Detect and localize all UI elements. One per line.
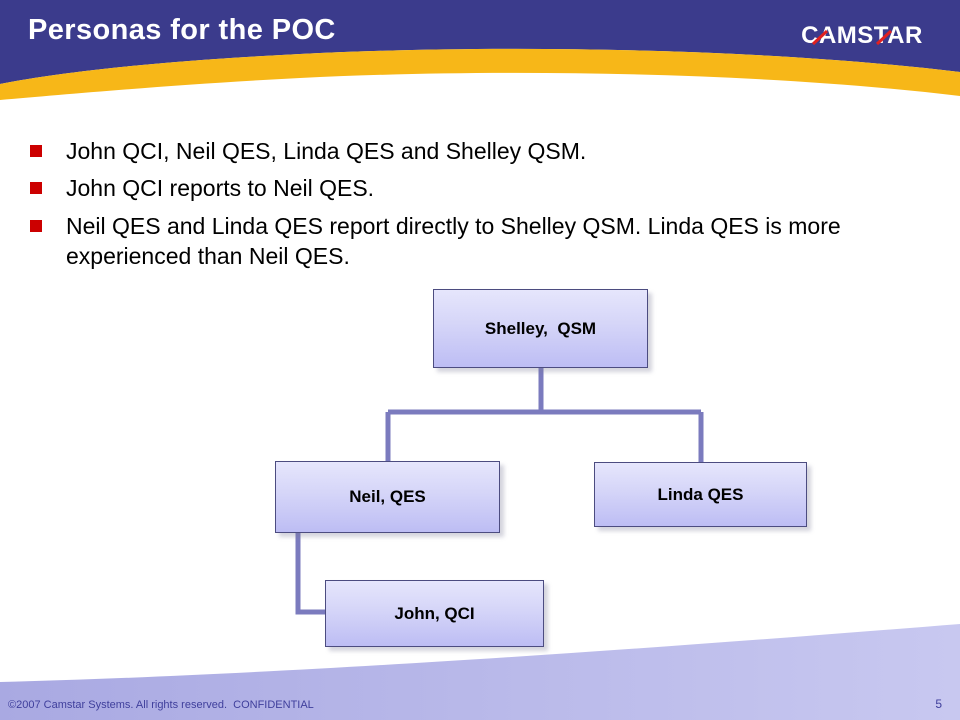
connector-neil-to-john [295,533,325,615]
org-node-neil[interactable]: Neil, QES [275,461,500,533]
camstar-logo-text: CAMSTAR [801,22,923,49]
list-item: Neil QES and Linda QES report directly t… [30,211,930,272]
camstar-logo: CAMSTAR [801,22,923,49]
bullet-square-icon [30,219,42,232]
page-number: 5 [935,697,942,711]
list-item: John QCI reports to Neil QES. [30,173,930,203]
footer-lavender-swoosh [0,624,960,720]
page-title: Personas for the POC [28,14,336,46]
copyright-notice: ©2007 Camstar Systems. All rights reserv… [8,699,314,711]
bullet-list: John QCI, Neil QES, Linda QES and Shelle… [30,136,930,278]
bullet-text: John QCI, Neil QES, Linda QES and Shelle… [66,138,587,164]
org-node-john[interactable]: John, QCI [325,580,544,647]
bullet-text: Neil QES and Linda QES report directly t… [66,212,841,270]
logo-red-slash-right [875,29,893,46]
header-navy-shape [0,0,960,84]
bullet-square-icon [30,182,42,195]
bullet-text: John QCI reports to Neil QES. [66,175,375,202]
org-node-shelley[interactable]: Shelley, QSM [433,289,648,368]
header-yellow-swoosh [0,48,960,100]
bullet-square-icon [30,145,42,157]
org-node-linda[interactable]: Linda QES [594,462,807,527]
footer-banner [0,624,960,720]
list-item: John QCI, Neil QES, Linda QES and Shelle… [30,136,930,166]
logo-red-slash-left [811,29,829,46]
header-banner [0,0,960,100]
